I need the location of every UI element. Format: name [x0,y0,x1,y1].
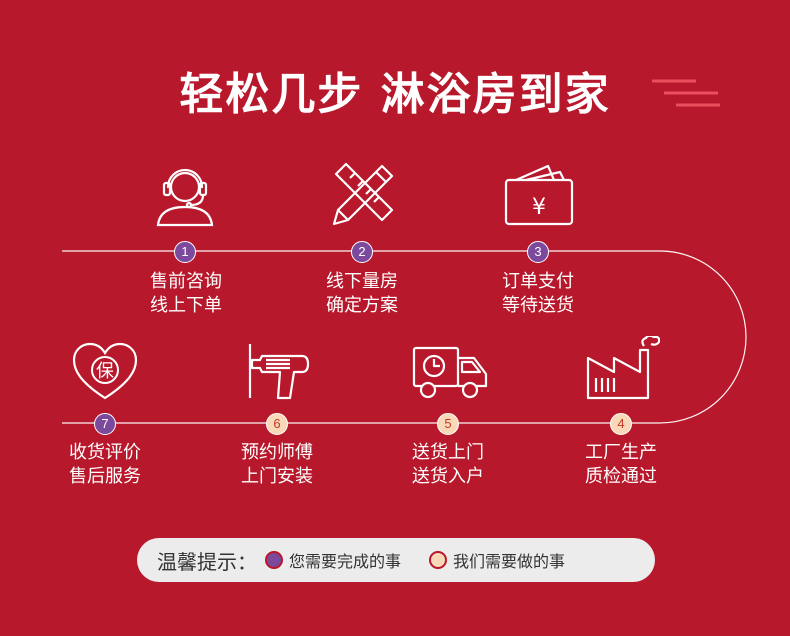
factory-icon [586,336,660,400]
step-number-6: 6 [266,413,288,435]
step-label-4-line2: 质检通过 [585,466,657,487]
decorative-lines [652,79,720,107]
step-label-4: 工厂生产 质检通过 [561,441,681,489]
page-title: 轻松几步 淋浴房到家 [179,69,611,120]
step-label-1-line2: 线上下单 [150,295,222,316]
wallet-icon: ¥ [504,164,574,226]
step-label-4-line1: 工厂生产 [585,442,657,463]
step-label-7-line1: 收货评价 [69,442,141,463]
step-label-3-line1: 订单支付 [502,271,574,292]
heart-guarantee-text: 保 [96,361,114,382]
drill-icon [248,344,310,400]
step-label-6-line2: 上门安装 [241,466,313,487]
step-label-3: 订单支付 等待送货 [478,270,598,318]
legend-customer-dot [265,551,283,569]
step-label-5-line1: 送货上门 [412,442,484,463]
step-label-2-line2: 确定方案 [326,295,398,316]
notice-bar: 温馨提示： 您需要完成的事 我们需要做的事 [137,538,655,582]
step-label-3-line2: 等待送货 [502,295,574,316]
ruler-pencil-icon [332,162,394,226]
step-label-7-line2: 售后服务 [69,466,141,487]
heart-guarantee-icon: 保 [72,342,138,400]
step-number-1: 1 [174,241,196,263]
step-label-5-line2: 送货入户 [412,466,484,487]
legend-merchant-dot [429,551,448,569]
notice-title: 温馨提示： [157,549,257,574]
legend-customer-label: 您需要完成的事 [289,552,402,571]
step-number-4: 4 [610,413,632,435]
legend-customer: 您需要完成的事 [265,548,429,572]
step-label-7: 收货评价 售后服务 [45,441,165,489]
delivery-truck-icon [412,346,488,399]
step-number-7: 7 [94,413,116,435]
legend-merchant-label: 我们需要做的事 [453,552,566,571]
step-label-2-line1: 线下量房 [326,271,398,292]
step-label-5: 送货上门 送货入户 [388,441,508,489]
legend-merchant: 我们需要做的事 [429,548,593,572]
step-label-2: 线下量房 确定方案 [302,270,422,318]
step-label-1: 售前咨询 线上下单 [126,270,246,318]
wallet-yen-symbol: ¥ [532,195,546,220]
step-label-6-line1: 预约师傅 [241,442,313,463]
step-number-3: 3 [527,241,549,263]
step-label-1-line1: 售前咨询 [150,271,222,292]
customer-service-icon [156,168,214,227]
step-label-6: 预约师傅 上门安装 [217,441,337,489]
step-number-2: 2 [351,241,373,263]
step-number-5: 5 [437,413,459,435]
